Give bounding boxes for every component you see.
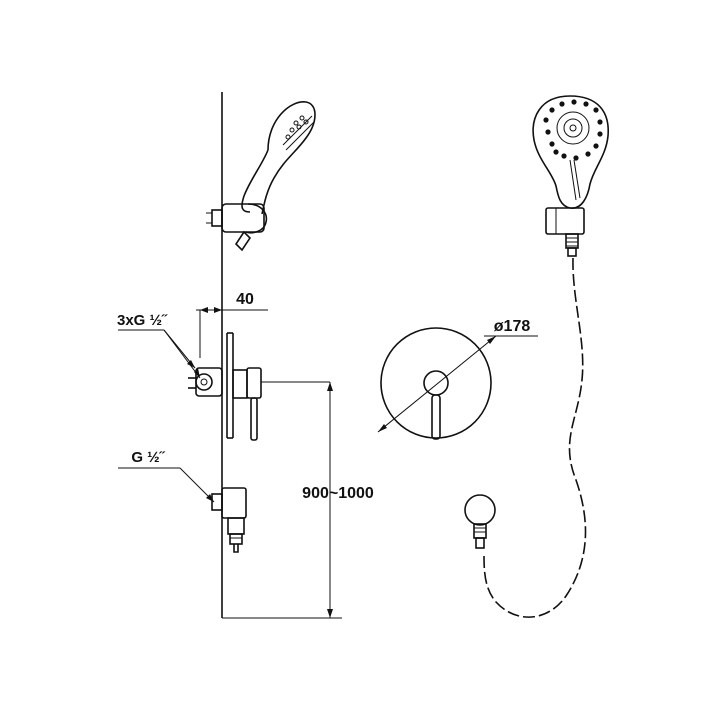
- connection-3x-callout: 3xG ½˝: [117, 312, 201, 379]
- front-mixer-plate: ø178: [377, 318, 538, 440]
- side-wall-outlet: [211, 487, 247, 553]
- dimension-height-label: 900~1000: [302, 485, 374, 502]
- dimension-40-label: 40: [236, 291, 254, 308]
- shower-hose: [483, 257, 587, 618]
- side-mixer-valve: [188, 332, 330, 441]
- side-handshower: [206, 101, 316, 252]
- connection-3x-label: 3xG ½˝: [117, 312, 168, 329]
- connection-single-callout: G ½˝: [118, 449, 215, 503]
- front-handshower: [532, 95, 609, 257]
- dimension-height: 900~1000: [302, 382, 374, 618]
- connection-single-label: G ½˝: [131, 449, 165, 466]
- dimension-40: 40: [196, 291, 268, 358]
- front-wall-outlet: [464, 494, 496, 549]
- diameter-label: ø178: [494, 318, 531, 335]
